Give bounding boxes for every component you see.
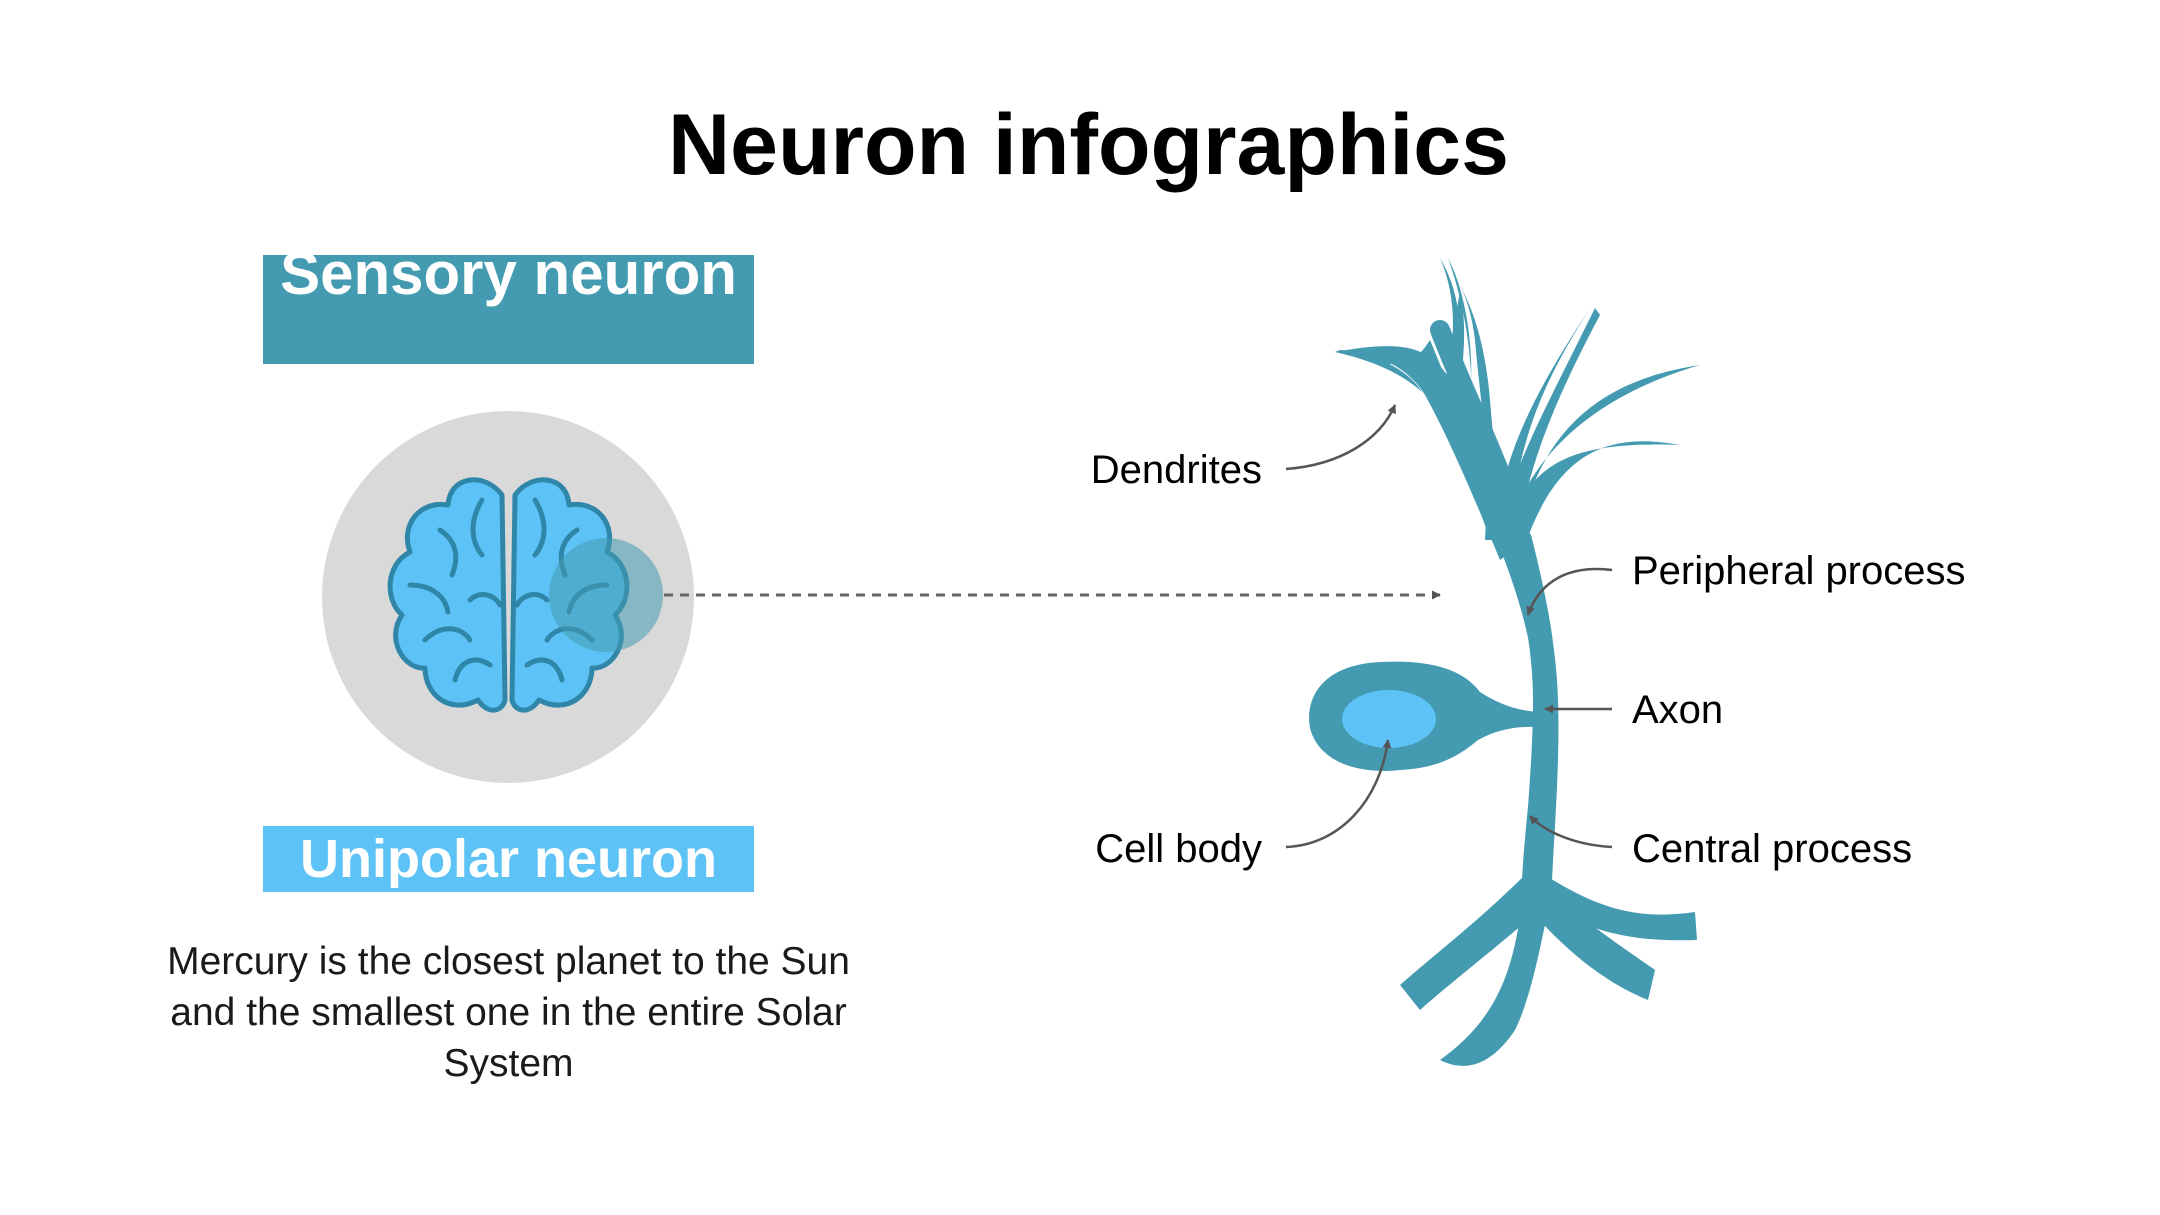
page-title: Neuron infographics [668,97,1509,193]
sensory-neuron-label: Sensory neuron [280,255,737,307]
highlight-circle [549,538,663,652]
nucleus [1342,690,1436,748]
brain-icon-group [322,411,694,783]
central-process-pointer [1529,815,1613,849]
cell-body-pointer [1285,739,1392,849]
label-peripheral-process: Peripheral process [1632,549,1966,593]
label-central-process: Central process [1632,827,1912,871]
label-cell-body: Cell body [1095,827,1262,871]
unipolar-neuron-header: Unipolar neuron [263,826,754,892]
sensory-neuron-header: Sensory neuron [263,255,754,364]
label-dendrites: Dendrites [1091,448,1262,492]
peripheral-process-pointer [1526,567,1613,616]
description-text: Mercury is the closest planet to the Sun… [167,940,850,1085]
dendrites-pointer [1285,404,1397,471]
label-axon: Axon [1632,688,1723,732]
neuron-body [1309,258,1700,1066]
circle-background [322,411,694,783]
